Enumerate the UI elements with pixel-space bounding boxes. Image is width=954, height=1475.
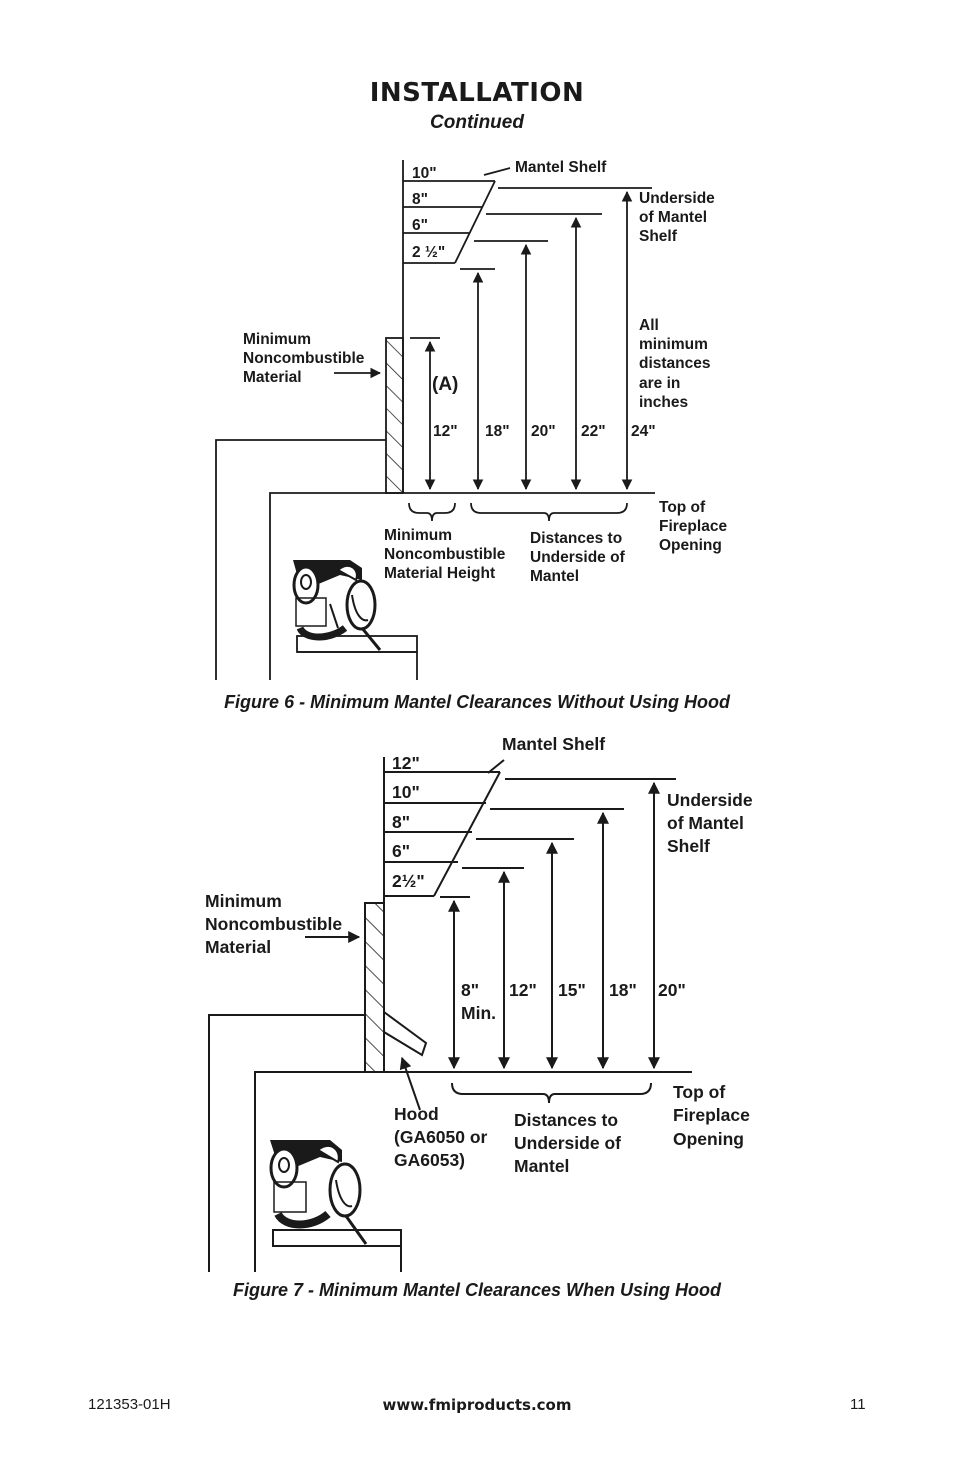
min-noncomb-2: Noncombustible: [205, 914, 342, 934]
note-line-1: All: [639, 317, 659, 334]
distances-1: Distances to: [530, 530, 622, 547]
top-of-1: Top of: [673, 1082, 725, 1102]
mantel-shelf-label: Mantel Shelf: [515, 159, 607, 176]
clearance-18: 18": [609, 980, 637, 1000]
top-of-2: Fireplace: [673, 1105, 750, 1125]
figure-7-caption: Figure 7 - Minimum Mantel Clearances Whe…: [232, 1280, 722, 1300]
underside-label-1: Underside: [667, 790, 753, 810]
clearance-24: 24": [631, 423, 656, 440]
page-number: 11: [850, 1396, 866, 1413]
shelf-depth-10: 10": [412, 165, 437, 182]
figure-6-diagram: 10" 8" 6" 2 ½" Mantel Shelf Underside of…: [215, 159, 727, 680]
hood-label-1: Hood: [394, 1104, 439, 1124]
underside-label-3: Shelf: [667, 836, 710, 856]
page-title: INSTALLATION: [369, 78, 585, 108]
min-noncomb-2: Noncombustible: [243, 350, 365, 367]
shelf-depth-12: 12": [392, 753, 420, 773]
top-of-3: Opening: [673, 1129, 744, 1149]
heater-illustration: [292, 560, 382, 651]
note-line-3: distances: [639, 355, 711, 372]
min-noncomb-1: Minimum: [243, 331, 311, 348]
shelf-depth-2-5: 2½": [392, 871, 425, 891]
shelf-depth-10: 10": [392, 782, 420, 802]
min-height-2: Noncombustible: [384, 546, 506, 563]
top-of-2: Fireplace: [659, 518, 727, 535]
note-line-2: minimum: [639, 336, 708, 353]
distances-2: Underside of: [530, 549, 626, 566]
clearance-15: 15": [558, 980, 586, 1000]
hood-label-3: GA6053): [394, 1150, 465, 1170]
hood-label-2: (GA6050 or: [394, 1127, 488, 1147]
top-of-3: Opening: [659, 537, 722, 554]
clearance-22: 22": [581, 423, 606, 440]
underside-label-1: Underside: [639, 190, 715, 207]
clearance-12: 12": [509, 980, 537, 1000]
min-noncomb-3: Material: [243, 369, 302, 386]
min-height-3: Material Height: [384, 565, 495, 582]
clearance-min: Min.: [461, 1003, 496, 1023]
clearance-20: 20": [531, 423, 556, 440]
dimension-a-label: (A): [432, 374, 458, 395]
distances-1: Distances to: [514, 1110, 618, 1130]
clearance-18: 18": [485, 423, 510, 440]
note-line-5: inches: [639, 394, 688, 411]
shelf-depth-8: 8": [392, 812, 410, 832]
underside-label-2: of Mantel: [639, 209, 707, 226]
shelf-depth-2-5: 2 ½": [412, 244, 445, 261]
min-noncomb-3: Material: [205, 937, 271, 957]
distances-3: Mantel: [514, 1156, 569, 1176]
clearance-8: 8": [461, 980, 479, 1000]
underside-label-2: of Mantel: [667, 813, 744, 833]
shelf-depth-8: 8": [412, 191, 428, 208]
shelf-depth-6: 6": [392, 841, 410, 861]
min-noncomb-1: Minimum: [205, 891, 282, 911]
website-link[interactable]: www.fmiproducts.com: [382, 1396, 572, 1414]
clearance-12: 12": [433, 423, 458, 440]
mantel-shelf-label: Mantel Shelf: [502, 734, 605, 754]
page-subtitle: Continued: [430, 112, 524, 133]
note-line-4: are in: [639, 375, 680, 392]
doc-number: 121353-01H: [88, 1396, 171, 1413]
clearance-20: 20": [658, 980, 686, 1000]
distances-3: Mantel: [530, 568, 579, 585]
min-height-1: Minimum: [384, 527, 452, 544]
heater-illustration-2: [269, 1140, 368, 1245]
underside-label-3: Shelf: [639, 228, 678, 245]
top-of-1: Top of: [659, 499, 706, 516]
distances-2: Underside of: [514, 1133, 621, 1153]
shelf-depth-6: 6": [412, 217, 428, 234]
figure-6-caption: Figure 6 - Minimum Mantel Clearances Wit…: [224, 692, 730, 712]
figure-7-diagram: 12" 10" 8" 6" 2½" Mantel Shelf Underside…: [205, 734, 753, 1272]
